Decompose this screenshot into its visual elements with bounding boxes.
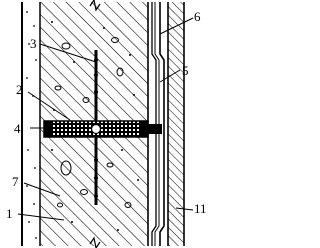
wall-section-diagram: 3 2 4 7 1 6 5 11 bbox=[6, 0, 207, 248]
right-panel bbox=[167, 2, 185, 246]
break-lines bbox=[89, 0, 101, 248]
callout-4: 4 bbox=[14, 121, 21, 136]
callout-6: 6 bbox=[194, 9, 201, 24]
callout-1: 1 bbox=[6, 206, 13, 221]
callout-3: 3 bbox=[30, 36, 37, 51]
mesh-band bbox=[43, 120, 149, 138]
right-membrane bbox=[146, 2, 165, 246]
callout-5: 5 bbox=[182, 63, 189, 78]
callout-2: 2 bbox=[16, 82, 23, 97]
leader-lines bbox=[17, 17, 194, 221]
callout-11: 11 bbox=[194, 201, 207, 216]
callout-7: 7 bbox=[12, 174, 19, 189]
